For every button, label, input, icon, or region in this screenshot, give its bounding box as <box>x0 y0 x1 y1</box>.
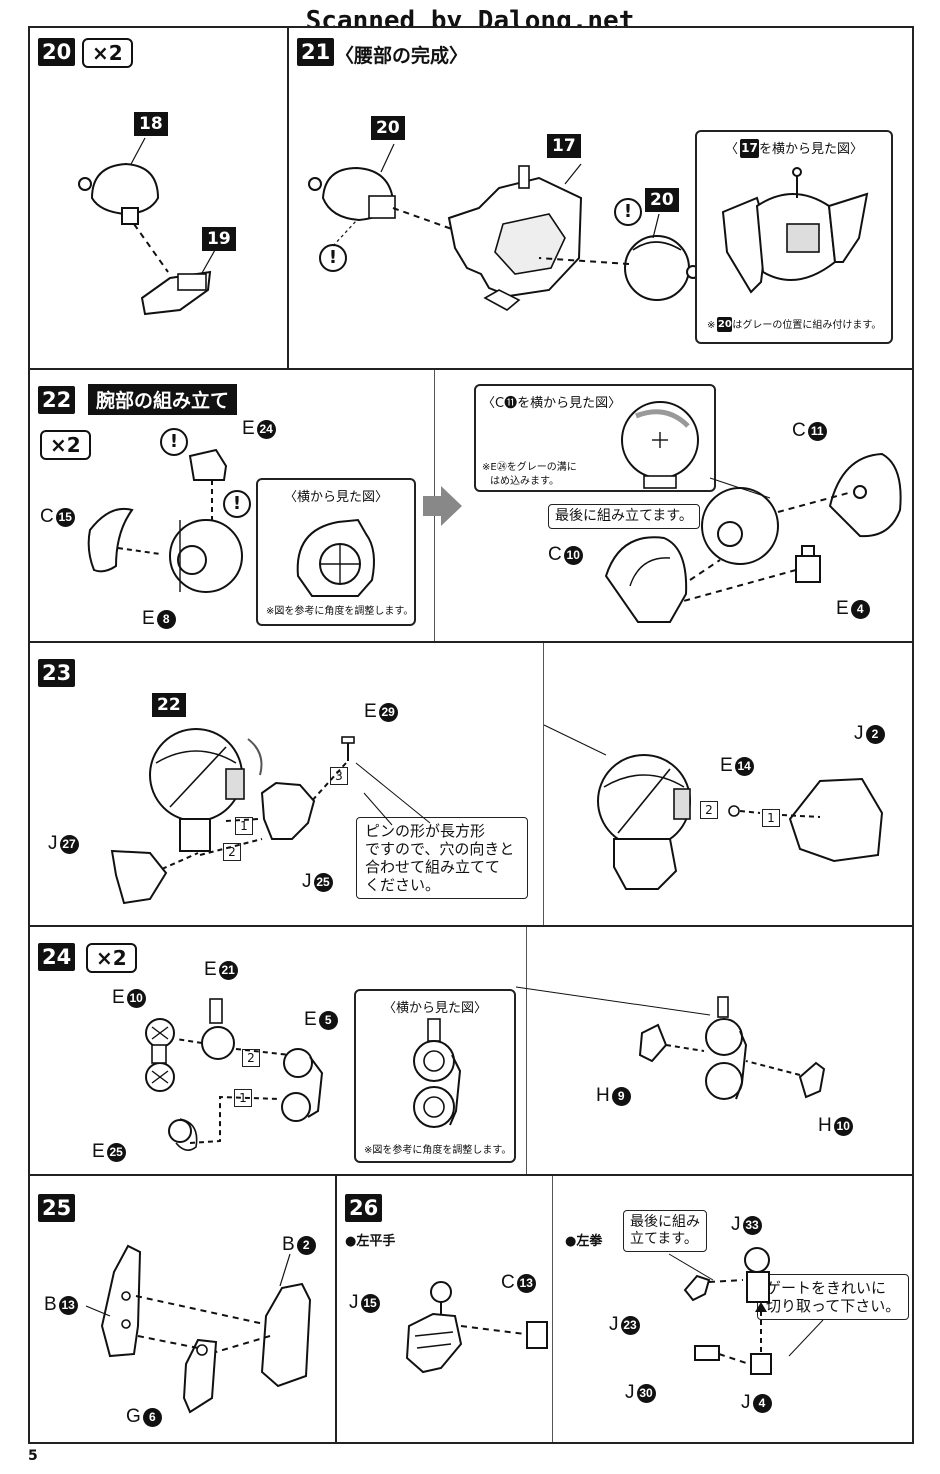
row-steps-20-21: 20 ×2 18 19 21 〈腰部の完成〉 20 17 20 ! ! <box>28 26 914 370</box>
step-number: 22 <box>38 386 76 414</box>
side-view-drawing <box>721 167 869 294</box>
side-view-title: 〈横から見た図〉 <box>382 1001 487 1016</box>
step-23-drawing <box>110 724 884 905</box>
c11-view-note: ※E㉔をグレーの溝に <box>482 462 577 473</box>
part-number-tag: 20 <box>371 116 405 140</box>
part-number-tag: 18 <box>134 112 168 136</box>
side-view-box: 〈横から見た図〉 ※図を参考に角度を調整します。 <box>354 989 516 1163</box>
step-number: 26 <box>345 1194 383 1222</box>
multiplier-badge: ×2 <box>40 430 91 460</box>
caution-icon: ! <box>160 428 188 456</box>
step-title: 腕部の組み立て <box>88 384 238 415</box>
part-number-tag: 19 <box>202 227 236 251</box>
caution-icon: ! <box>319 244 347 272</box>
caution-icon: ! <box>223 490 251 518</box>
step-21-drawing <box>308 143 700 311</box>
assemble-last-callout: 最後に組み 立てます。 <box>623 1210 707 1252</box>
step-25-drawing <box>85 1244 312 1414</box>
c11-view-drawing <box>621 401 699 489</box>
step-title: 〈腰部の完成〉 <box>335 45 469 67</box>
order-marker: 2 <box>700 801 718 819</box>
side-view-title: 〈17を横から見た図〉 <box>724 139 864 158</box>
pin-shape-note: ピンの形が長方形 ですので、穴の向きと 合わせて組み立てて ください。 <box>356 817 528 899</box>
step-22-drawing <box>87 448 462 593</box>
step-number: 21 <box>297 38 335 66</box>
side-view-note: ※図を参考に角度を調整します。 <box>364 1145 512 1156</box>
side-view-note: ※図を参考に角度を調整します。 <box>266 606 414 617</box>
step-24-drawing <box>145 986 826 1151</box>
c11-side-view-box: 〈C⓫を横から見た図〉 ※E㉔をグレーの溝に はめ込みます。 <box>474 384 716 492</box>
part-number-tag: 20 <box>645 188 679 212</box>
c11-view-title: 〈C⓫を横から見た図〉 <box>482 396 622 411</box>
left-open-hand-title: ●左平手 <box>345 1234 396 1249</box>
step-number: 25 <box>38 1194 76 1222</box>
multiplier-badge: ×2 <box>82 38 133 68</box>
step-20-drawing <box>78 137 216 316</box>
step-26-drawing <box>405 1247 824 1375</box>
order-marker: 1 <box>234 1089 252 1107</box>
step-20-panel: 20 ×2 18 19 <box>30 28 287 368</box>
side-view-note: ※20はグレーの位置に組み付けます。 <box>707 317 882 332</box>
step-number: 24 <box>38 943 76 971</box>
side-view-box: 〈横から見た図〉 ※図を参考に角度を調整します。 <box>256 478 416 626</box>
left-fist-title: ●左拳 <box>565 1234 603 1249</box>
page-number: 5 <box>28 1448 38 1464</box>
side-view-drawing <box>296 518 375 597</box>
step-number: 20 <box>38 38 76 66</box>
caution-icon: ! <box>614 198 642 226</box>
multiplier-badge: ×2 <box>86 943 137 973</box>
part-number-tag: 22 <box>152 693 186 717</box>
order-marker: 2 <box>242 1049 260 1067</box>
step-number: 23 <box>38 659 76 687</box>
gate-trim-note: ゲートをきれいに 切り取って下さい。 <box>757 1274 910 1320</box>
order-marker: 1 <box>235 817 253 835</box>
assemble-last-callout: 最後に組み立てます。 <box>548 504 700 529</box>
c11-view-note: はめ込みます。 <box>490 476 559 487</box>
side-view-box: 〈17を横から見た図〉 ※20はグレーの位置に組み付けます。 <box>695 130 893 344</box>
part-number-tag: 17 <box>547 134 581 158</box>
order-marker: 1 <box>762 809 780 827</box>
side-view-title: 〈横から見た図〉 <box>283 490 388 505</box>
side-view-drawing <box>413 1018 462 1128</box>
step-21-panel: 21 〈腰部の完成〉 20 17 20 ! ! <box>289 28 914 368</box>
order-marker: 3 <box>330 767 348 785</box>
